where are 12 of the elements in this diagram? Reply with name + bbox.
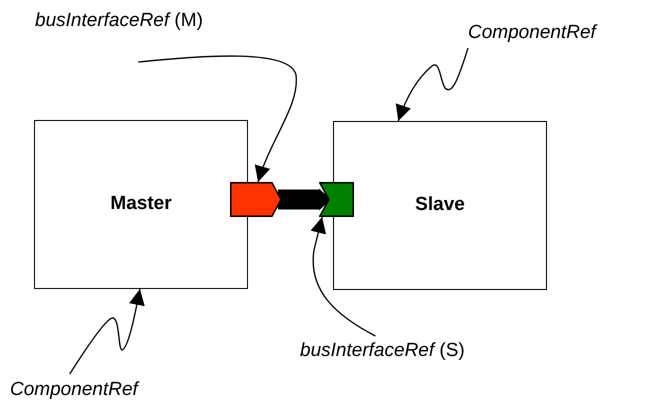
- leader-arrow: [69, 288, 145, 374]
- leader-arrow: [138, 55, 297, 182]
- callout-label: ComponentRef: [10, 378, 138, 402]
- callout-label: busInterfaceRef (S): [300, 338, 465, 363]
- callout-label: ComponentRef: [468, 20, 596, 45]
- component-box: [34, 120, 248, 289]
- leader-arrow: [396, 48, 469, 122]
- component-box: [333, 121, 547, 290]
- component-name: Master: [110, 192, 172, 216]
- callout-label: busInterfaceRef (M): [35, 8, 203, 33]
- leader-arrow: [310, 216, 376, 337]
- component-name: Slave: [415, 193, 465, 218]
